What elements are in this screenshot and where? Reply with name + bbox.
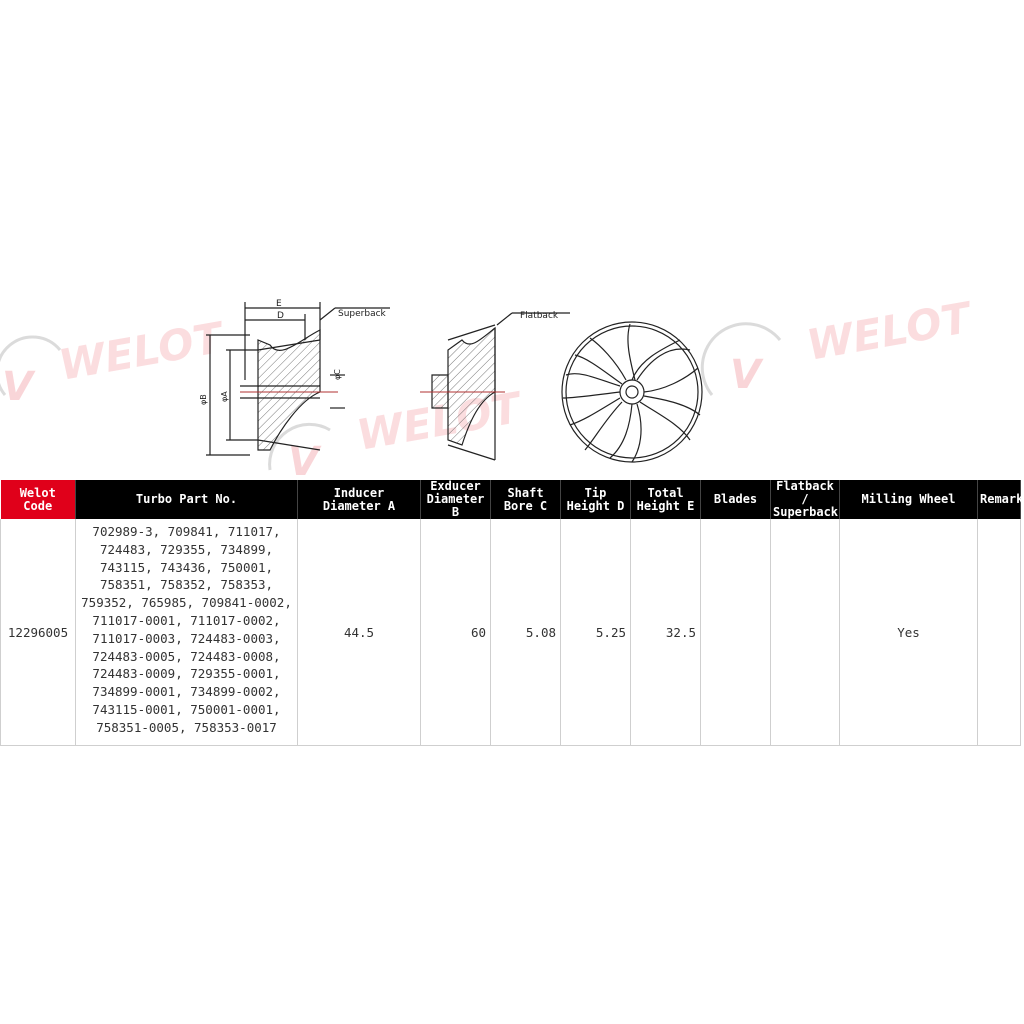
part-number-line: 724483-0009, 729355-0001, bbox=[92, 666, 281, 682]
label-superback: Superback bbox=[338, 309, 387, 319]
header-inducer-line1: Inducer bbox=[333, 485, 385, 500]
header-welot-code: Welot Code bbox=[0, 480, 76, 519]
part-number-line: 724483, 729355, 734899, bbox=[99, 541, 274, 557]
label-e: E bbox=[276, 299, 282, 309]
cell-tip-height-d: 5.25 bbox=[560, 519, 631, 746]
header-inducer-line2: Diameter A bbox=[322, 498, 396, 513]
cell-milling-wheel: Yes bbox=[839, 519, 978, 746]
cell-shaft-bore-c: 5.08 bbox=[490, 519, 561, 746]
header-tip-line1: Tip bbox=[584, 485, 607, 500]
wheel-front-view bbox=[561, 321, 703, 463]
header-total-line2: Height E bbox=[636, 498, 695, 513]
header-turbo-part-no: Turbo Part No. bbox=[75, 480, 298, 519]
watermark-text: WELOT bbox=[55, 312, 229, 389]
header-flatback-line2: Superback bbox=[773, 505, 839, 519]
header-milling-wheel: Milling Wheel bbox=[839, 480, 978, 519]
table-row: 12296005 702989-3, 709841, 711017, 72448… bbox=[0, 519, 1021, 746]
header-blades: Blades bbox=[700, 480, 771, 519]
svg-text:V: V bbox=[730, 352, 764, 398]
part-number-line: 724483-0005, 724483-0008, bbox=[92, 648, 281, 664]
label-d: D bbox=[277, 311, 284, 321]
header-remark: Remark bbox=[977, 480, 1023, 519]
part-number-line: 743115-0001, 750001-0001, bbox=[92, 701, 281, 717]
cell-blades bbox=[700, 519, 771, 746]
cell-turbo-parts: 702989-3, 709841, 711017, 724483, 729355… bbox=[75, 519, 298, 746]
header-exducer-line2: Diameter B bbox=[426, 492, 485, 519]
part-number-line: 743115, 743436, 750001, bbox=[99, 559, 274, 575]
label-flatback: Flatback bbox=[520, 311, 559, 321]
header-shaft-line1: Shaft bbox=[507, 485, 544, 500]
header-shaft-line2: Bore C bbox=[503, 498, 548, 513]
part-number-line: 711017-0003, 724483-0003, bbox=[92, 630, 281, 646]
superback-side-view bbox=[206, 302, 390, 456]
cell-welot-code: 12296005 bbox=[0, 519, 76, 746]
header-exducer-line1: Exducer bbox=[430, 479, 481, 493]
technical-drawing: V WELOT V WELOT V WELOT bbox=[0, 280, 1024, 480]
watermark-logo-left: V WELOT bbox=[0, 312, 229, 410]
header-total-line1: Total bbox=[647, 485, 684, 500]
part-number-line: 759352, 765985, 709841-0002, bbox=[81, 595, 292, 611]
header-tip-line2: Height D bbox=[566, 498, 625, 513]
part-number-line: 758351, 758352, 758353, bbox=[99, 577, 274, 593]
cell-exducer-b: 60 bbox=[420, 519, 491, 746]
cell-remark bbox=[977, 519, 1021, 746]
label-phi-b: φB bbox=[199, 394, 208, 405]
flatback-side-view bbox=[420, 312, 570, 461]
label-phi-c: φC bbox=[333, 369, 342, 380]
part-number-line: 702989-3, 709841, 711017, bbox=[92, 524, 281, 539]
part-number-line: 758351-0005, 758353-0017 bbox=[96, 719, 277, 735]
svg-text:V: V bbox=[2, 364, 36, 410]
cell-total-height-e: 32.5 bbox=[630, 519, 701, 746]
header-flatback-superback: Flatback /Superback bbox=[770, 479, 840, 519]
header-flatback-line1: Flatback / bbox=[776, 479, 834, 506]
cell-flatback-superback bbox=[770, 519, 840, 746]
part-number-line: 734899-0001, 734899-0002, bbox=[92, 684, 281, 700]
cell-inducer-a: 44.5 bbox=[297, 519, 421, 746]
watermark-text: WELOT bbox=[803, 292, 977, 369]
part-number-line: 711017-0001, 711017-0002, bbox=[92, 612, 281, 628]
label-phi-a: φA bbox=[220, 391, 229, 402]
watermark-logo-right: V WELOT bbox=[700, 292, 977, 398]
